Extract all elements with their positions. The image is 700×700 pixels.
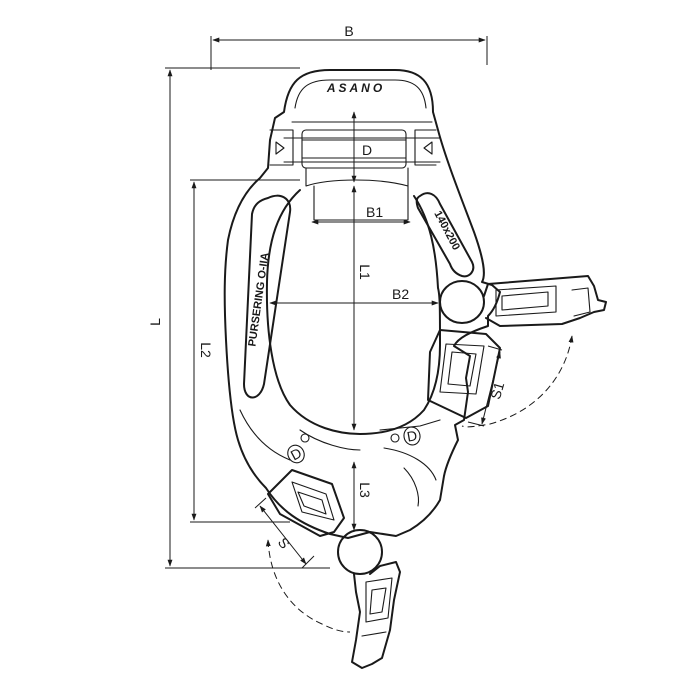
pin-head-right bbox=[423, 141, 433, 155]
dimension-d: D bbox=[351, 111, 372, 183]
dimension-label-l3: L3 bbox=[357, 482, 373, 498]
brand-marking: ASANO bbox=[326, 81, 385, 95]
swing-arc-right bbox=[461, 335, 574, 428]
pin-head-left bbox=[275, 141, 285, 155]
dimension-l1: L1 bbox=[351, 185, 373, 431]
dimension-label-s1: S1 bbox=[487, 380, 507, 401]
rivet-right bbox=[390, 433, 400, 443]
dimension-label-b: B bbox=[344, 23, 353, 39]
dimension-label-d: D bbox=[362, 142, 372, 158]
latch-roller-lower bbox=[337, 529, 383, 575]
dimension-label-b1: B1 bbox=[366, 204, 383, 220]
dimension-l2: L2 bbox=[190, 179, 300, 523]
dimension-l3: L3 bbox=[351, 461, 373, 531]
swing-arc-lower bbox=[265, 539, 351, 633]
lower-latch-arm bbox=[267, 469, 401, 669]
dimension-label-l: L bbox=[147, 318, 163, 326]
dimension-label-l2: L2 bbox=[198, 342, 214, 358]
right-latch-arm bbox=[427, 275, 607, 419]
dimension-b: B bbox=[210, 23, 488, 70]
dimension-s1: S1 bbox=[467, 345, 507, 427]
dimension-label-s: S bbox=[275, 534, 293, 551]
dimple-left: D bbox=[287, 445, 305, 463]
dimension-b1: B1 bbox=[311, 204, 411, 225]
dimension-label-l1: L1 bbox=[357, 264, 373, 280]
dimension-label-b2: B2 bbox=[392, 286, 409, 302]
rivet-left bbox=[300, 433, 310, 443]
ring-body: ASANO PURSERING O-IIA 140x200 bbox=[223, 69, 501, 539]
latch-roller-right bbox=[439, 280, 485, 324]
svg-text:D: D bbox=[406, 427, 419, 445]
dimple-right: D bbox=[403, 426, 421, 446]
dimension-b2: B2 bbox=[269, 286, 439, 306]
